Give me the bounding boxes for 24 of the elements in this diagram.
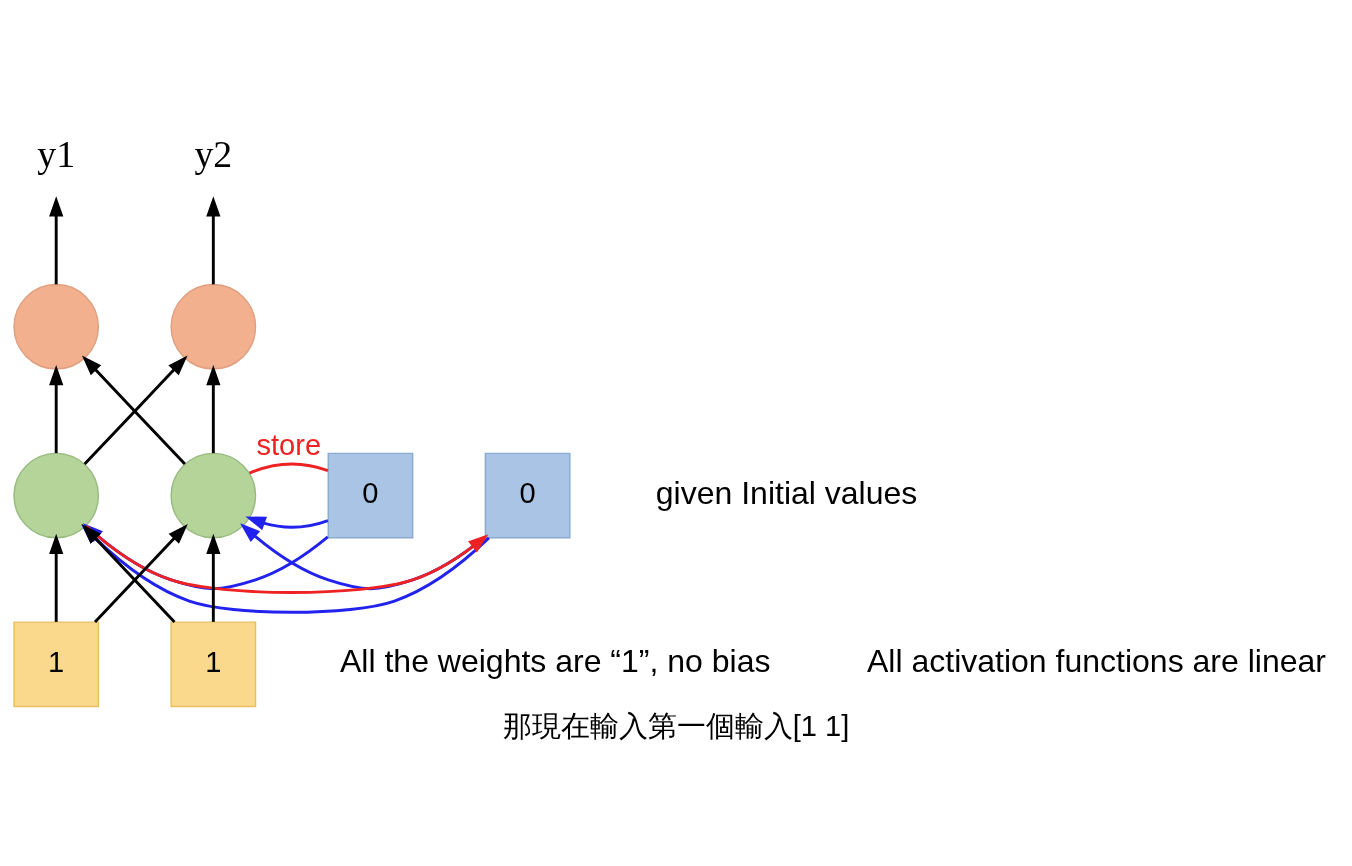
arrow <box>206 533 221 622</box>
arrow <box>49 364 64 454</box>
arrow <box>94 523 188 623</box>
node-text: y1 <box>37 133 76 176</box>
node-circle <box>13 283 100 370</box>
label: All activation functions are linear <box>867 643 1326 680</box>
node-box: 0 <box>484 452 571 539</box>
arrow <box>206 196 221 285</box>
label: All the weights are “1”, no bias <box>340 643 771 680</box>
edge-label: store <box>256 429 322 462</box>
label: given Initial values <box>655 474 918 511</box>
arrow <box>206 364 221 454</box>
connector <box>249 462 329 475</box>
node-box: 1 <box>170 621 257 708</box>
node-circle <box>170 452 257 539</box>
arrow <box>245 516 329 531</box>
node-text: y2 <box>194 133 233 176</box>
caption: 那現在輸入第一個輸入[1 1] <box>502 709 850 742</box>
node-circle <box>170 283 257 370</box>
arrow <box>49 533 64 622</box>
node-box: 0 <box>327 452 414 539</box>
arrow <box>49 196 64 285</box>
node-circle <box>13 452 100 539</box>
node-box: 1 <box>13 621 100 708</box>
